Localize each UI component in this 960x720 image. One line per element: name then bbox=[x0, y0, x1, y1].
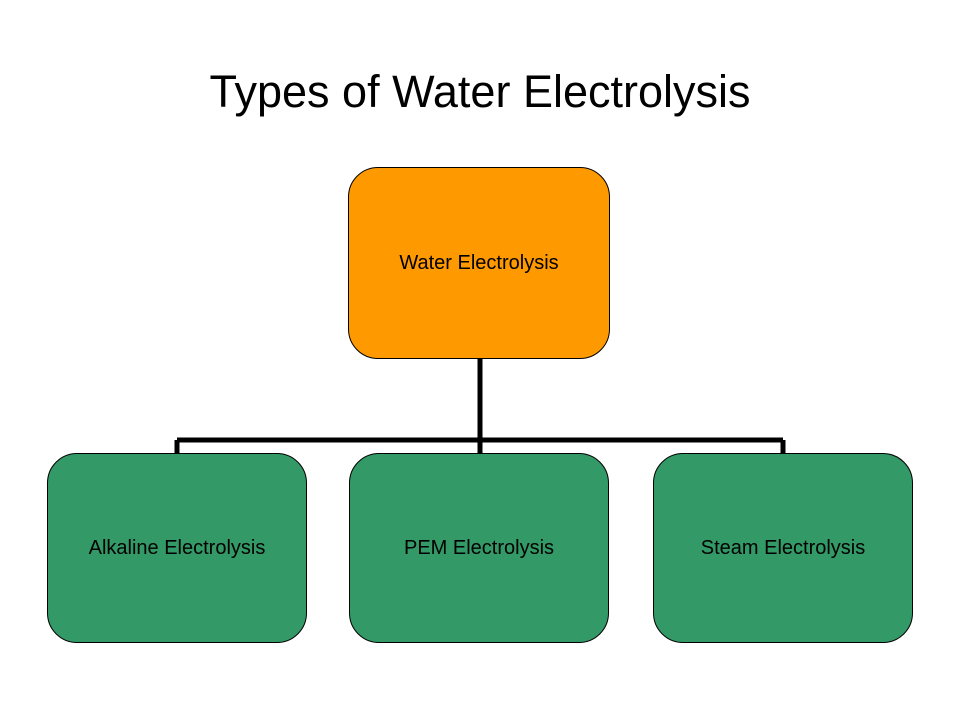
child-node-alkaline-electrolysis: Alkaline Electrolysis bbox=[47, 453, 307, 643]
slide-title: Types of Water Electrolysis bbox=[209, 66, 751, 117]
child-node-label: Steam Electrolysis bbox=[700, 536, 866, 559]
root-node-water-electrolysis: Water Electrolysis bbox=[348, 167, 610, 359]
child-node-pem-electrolysis: PEM Electrolysis bbox=[349, 453, 609, 643]
root-node-label: Water Electrolysis bbox=[399, 251, 559, 274]
child-node-label: Alkaline Electrolysis bbox=[88, 536, 266, 559]
child-node-label: PEM Electrolysis bbox=[403, 536, 555, 559]
child-node-steam-electrolysis: Steam Electrolysis bbox=[653, 453, 913, 643]
